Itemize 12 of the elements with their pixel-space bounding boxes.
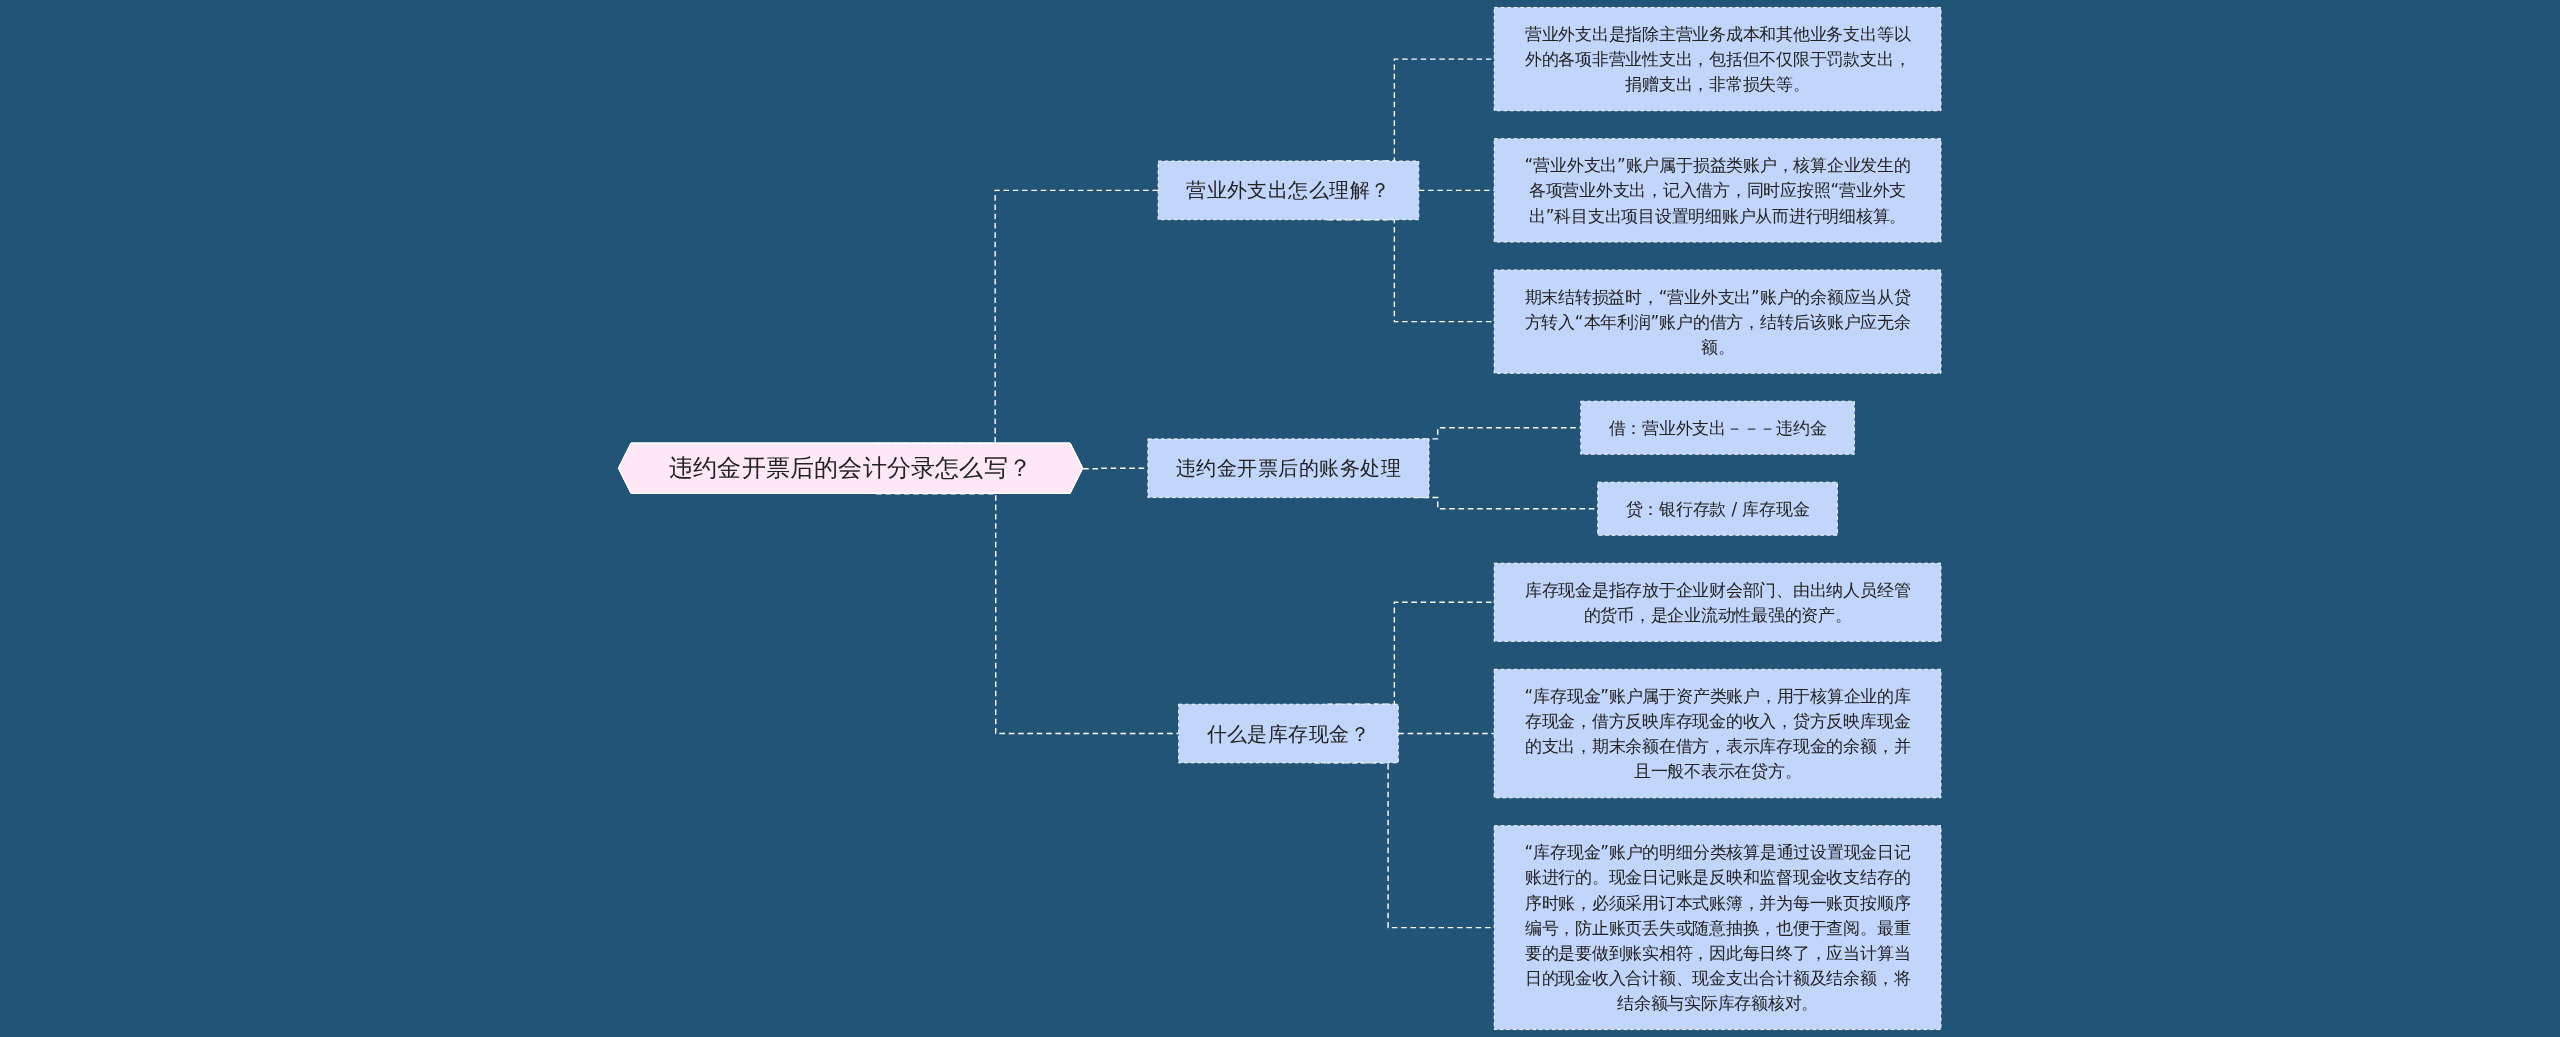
node-box: 营业外支出怎么理解？ xyxy=(1157,160,1420,221)
node-box: 违约金开票后的账务处理 xyxy=(1147,438,1430,499)
node-box: 库存现金是指存放于企业财会部门、由出纳人员经管的货币，是企业流动性最强的资产。 xyxy=(1494,562,1942,642)
node-box: “库存现金”账户的明细分类核算是通过设置现金日记账进行的。现金日记账是反映和监督现金收支结存的序时账，必须采用订本式账簿，并为每一账页按顺序编号，防止账页丢失或随意抽换，也便于查阅。最重要的是要做到账实相符，因此每日终了，应当计算当日的现金收入合计额、现金支出合计额及结余额，将结余额与实际库存额核对。 xyxy=(1494,825,1942,1030)
node-box: 期末结转损益时，“营业外支出”账户的余额应当从贷方转入“本年利润”账户的借方，结转后该账户应无余额。 xyxy=(1494,269,1942,374)
node-box: 什么是库存现金？ xyxy=(1178,703,1400,764)
node-box: 借：营业外支出－－－违约金 xyxy=(1580,400,1856,455)
connector xyxy=(1397,732,1496,735)
node-box: “库存现金”账户属于资产类账户，用于核算企业的库存现金，借方反映库存现金的收入，贷方反映库现金的支出，期末余额在借方，表示库存现金的余额，并且一般不表示在贷方。 xyxy=(1494,668,1942,799)
node-box: “营业外支出”账户属于损益类账户，核算企业发生的各项营业外支出，记入借方，同时应按照“营业外支出”科目支出项目设置明细账户从而进行明细核算。 xyxy=(1494,138,1942,243)
node-box: 贷：银行存款 / 库存现金 xyxy=(1597,481,1839,536)
node-box: 营业外支出是指除主营业务成本和其他业务支出等以外的各项非营业性支出，包括但不仅限于罚款支出，捐赠支出，非常损失等。 xyxy=(1494,7,1942,112)
